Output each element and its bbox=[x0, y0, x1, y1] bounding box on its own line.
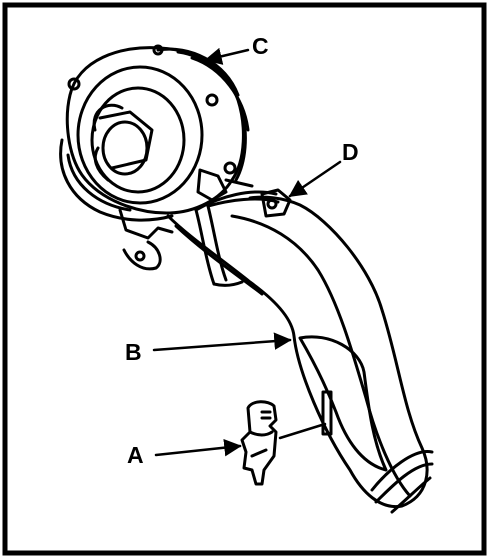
figure-border bbox=[2, 2, 487, 556]
blower-housing bbox=[59, 44, 254, 271]
callout-d: D bbox=[288, 139, 359, 198]
air-duct bbox=[166, 188, 434, 514]
callout-a: A bbox=[127, 422, 327, 468]
leader-a bbox=[154, 438, 242, 457]
label-c: C bbox=[252, 33, 269, 59]
leader-d bbox=[288, 160, 342, 198]
leader-c bbox=[204, 47, 250, 65]
callout-b: B bbox=[125, 332, 292, 365]
label-a: A bbox=[127, 442, 144, 468]
label-b: B bbox=[125, 339, 142, 365]
label-d: D bbox=[342, 139, 359, 165]
duct-clip bbox=[240, 400, 278, 486]
leader-a-slot bbox=[278, 422, 327, 440]
callout-c: C bbox=[204, 33, 269, 65]
leader-b bbox=[152, 332, 292, 352]
